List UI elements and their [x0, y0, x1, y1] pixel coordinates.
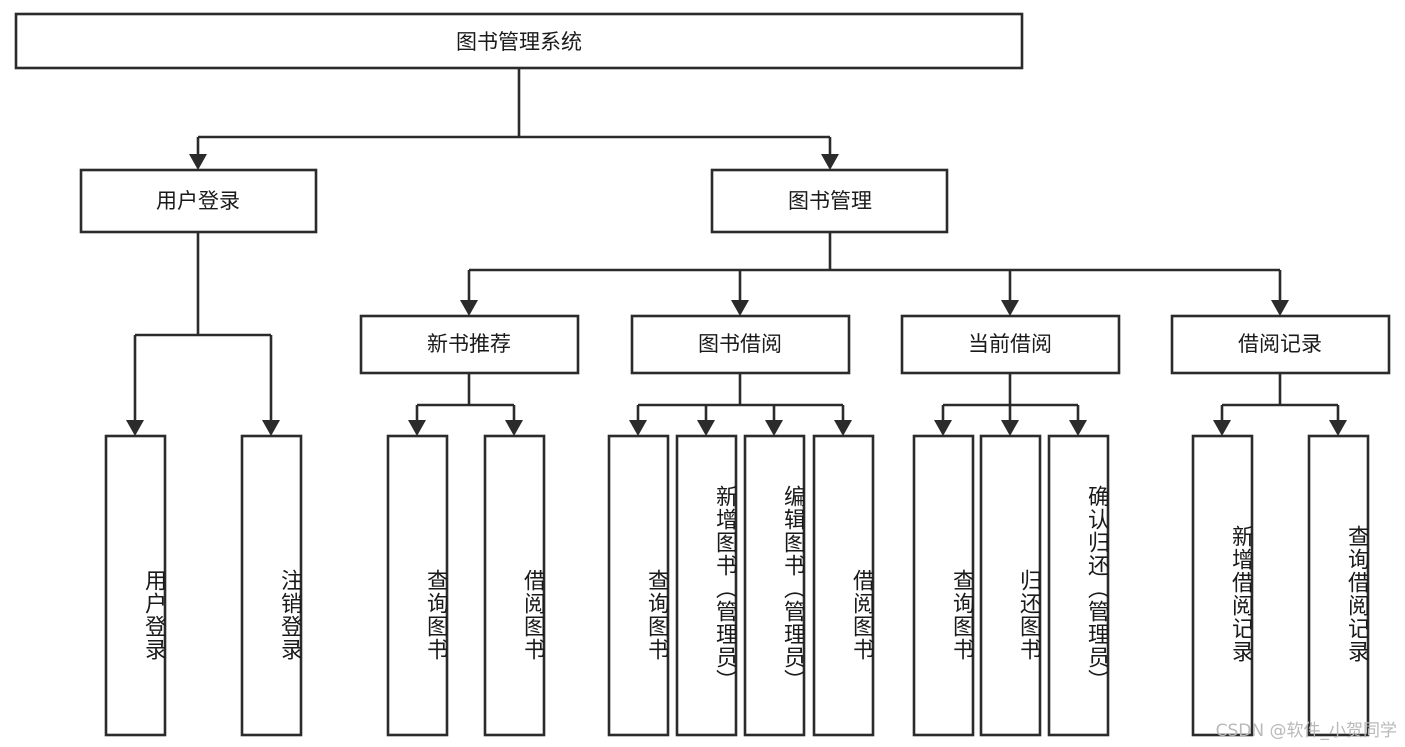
- node-leaf-edit-book[interactable]: [743, 434, 806, 737]
- node-leaf-confirm-return-label: 确认归还（管理员）: [1084, 485, 1108, 692]
- node-leaf-return-book[interactable]: [979, 434, 1042, 737]
- arrow-leaf-query-book-2: [629, 420, 647, 436]
- node-leaf-borrow-book-1[interactable]: [483, 434, 546, 737]
- arrow-to-new-book-recommend: [460, 300, 478, 316]
- node-leaf-query-book-1-label: 查询图书: [423, 568, 447, 661]
- arrow-to-current-borrow: [1001, 300, 1019, 316]
- node-leaf-query-book-1[interactable]: [386, 434, 449, 737]
- arrow-leaf-borrow-book-2: [834, 420, 852, 436]
- node-borrow-record-label: 借阅记录: [1238, 332, 1322, 356]
- arrow-leaf-user-login: [126, 420, 144, 436]
- arrow-leaf-query-book-3: [934, 420, 952, 436]
- node-leaf-query-record-label: 查询借阅记录: [1344, 524, 1368, 663]
- node-book-borrow-label: 图书借阅: [698, 332, 782, 356]
- node-group: 图书管理系统 用户登录 图书管理 新书推荐 图书借阅 当前借阅 借阅记录: [14, 12, 1391, 737]
- arrow-leaf-add-record: [1213, 420, 1231, 436]
- node-leaf-add-record-label: 新增借阅记录: [1228, 524, 1252, 663]
- node-leaf-query-book-3-label: 查询图书: [949, 568, 973, 661]
- node-current-borrow[interactable]: [900, 314, 1121, 375]
- node-borrow-record[interactable]: [1170, 314, 1391, 375]
- arrow-leaf-borrow-book-1: [505, 420, 523, 436]
- node-leaf-logout-login-label: 注销登录: [277, 568, 301, 661]
- node-book-manage[interactable]: [710, 168, 949, 234]
- arrow-leaf-query-book-1: [408, 420, 426, 436]
- node-leaf-add-book[interactable]: [675, 434, 738, 737]
- node-leaf-query-book-2-label: 查询图书: [644, 568, 668, 661]
- arrow-to-borrow-record: [1271, 300, 1289, 316]
- node-leaf-add-record[interactable]: [1191, 434, 1254, 737]
- node-leaf-query-record[interactable]: [1307, 434, 1370, 737]
- arrow-to-book-borrow: [731, 300, 749, 316]
- node-leaf-query-book-3[interactable]: [912, 434, 975, 737]
- node-root[interactable]: [14, 12, 1024, 70]
- edge-group: [126, 68, 1347, 436]
- node-user-login-label: 用户登录: [156, 189, 240, 213]
- node-leaf-return-book-label: 归还图书: [1016, 568, 1040, 661]
- arrow-leaf-return-book: [1001, 420, 1019, 436]
- node-user-login[interactable]: [79, 168, 318, 234]
- arrow-to-book-manage: [821, 154, 839, 170]
- node-leaf-logout-login[interactable]: [240, 434, 303, 737]
- node-current-borrow-label: 当前借阅: [968, 332, 1052, 356]
- arrow-leaf-add-book: [697, 420, 715, 436]
- node-leaf-borrow-book-2-label: 借阅图书: [849, 568, 873, 661]
- arrow-to-user-login: [189, 154, 207, 170]
- arrow-leaf-edit-book: [765, 420, 783, 436]
- node-leaf-query-book-2[interactable]: [607, 434, 670, 737]
- node-book-borrow[interactable]: [630, 314, 851, 375]
- node-leaf-user-login[interactable]: [104, 434, 167, 737]
- node-leaf-user-login-label: 用户登录: [141, 568, 165, 661]
- node-new-book-recommend-label: 新书推荐: [427, 332, 511, 356]
- arrow-leaf-query-record: [1329, 420, 1347, 436]
- node-leaf-borrow-book-2[interactable]: [812, 434, 875, 737]
- node-root-label: 图书管理系统: [456, 30, 582, 54]
- arrow-leaf-logout-login: [262, 420, 280, 436]
- node-leaf-add-book-label: 新增图书（管理员）: [712, 485, 736, 692]
- node-leaf-edit-book-label: 编辑图书（管理员）: [780, 485, 804, 692]
- node-new-book-recommend[interactable]: [359, 314, 580, 375]
- arrow-leaf-confirm-return: [1069, 420, 1087, 436]
- node-book-manage-label: 图书管理: [788, 189, 872, 213]
- node-leaf-confirm-return[interactable]: [1047, 434, 1110, 737]
- node-leaf-borrow-book-1-label: 借阅图书: [520, 568, 544, 661]
